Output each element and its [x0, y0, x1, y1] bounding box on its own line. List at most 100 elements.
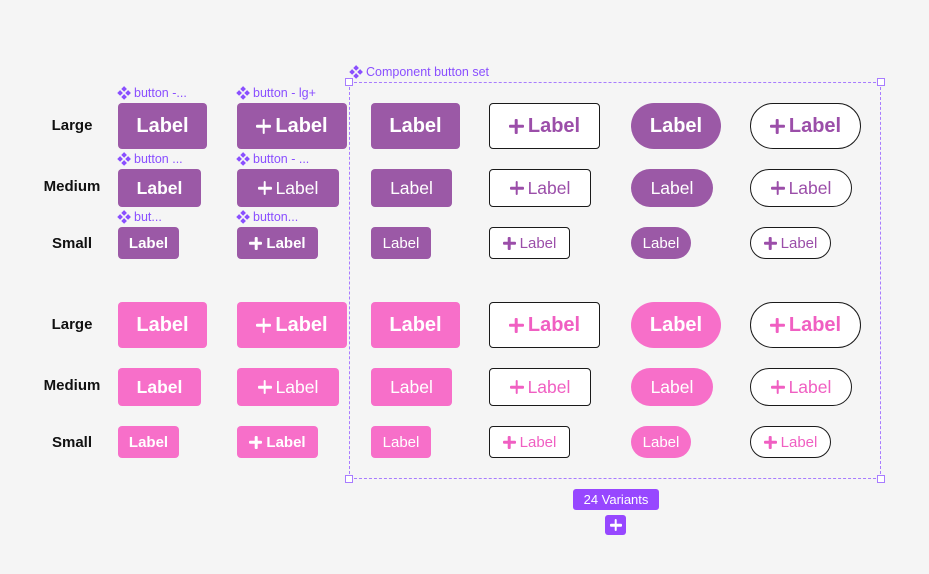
button-small-purple-pill[interactable]: Label: [631, 227, 691, 259]
button-label: Label: [275, 376, 319, 397]
button-small-pink-outline-icon[interactable]: Label: [489, 426, 570, 458]
button-medium-purple-pill[interactable]: Label: [631, 169, 713, 207]
button-label: Label: [527, 376, 571, 397]
plus-icon: [610, 519, 622, 531]
component-tag[interactable]: button -...: [117, 86, 187, 100]
component-icon: [236, 86, 250, 100]
component-tag-label: button...: [253, 210, 299, 224]
button-medium-purple-outline-icon[interactable]: Label: [489, 169, 591, 207]
row-label-medium: Medium: [43, 377, 101, 394]
button-label: Label: [136, 114, 189, 137]
button-label: Label: [519, 234, 557, 252]
button-large-pink-pill[interactable]: Label: [631, 302, 721, 348]
button-large-purple-icon[interactable]: Label: [237, 103, 347, 149]
resize-handle[interactable]: [345, 78, 353, 86]
component-tag[interactable]: button - ...: [236, 152, 309, 166]
button-large-pink-pill-outline-icon[interactable]: Label: [750, 302, 861, 348]
resize-handle[interactable]: [345, 475, 353, 483]
component-tag-label: button ...: [134, 152, 183, 166]
variants-count-badge[interactable]: 24 Variants: [573, 489, 659, 510]
button-label: Label: [527, 177, 571, 198]
button-label: Label: [780, 433, 818, 451]
resize-handle[interactable]: [877, 475, 885, 483]
button-label: Label: [128, 234, 169, 252]
button-small-pink-pill-outline-icon[interactable]: Label: [750, 426, 831, 458]
button-label: Label: [788, 114, 842, 137]
plus-icon: [771, 380, 785, 394]
button-large-purple-outline-icon[interactable]: Label: [489, 103, 600, 149]
plus-icon: [256, 318, 271, 333]
button-small-pink[interactable]: Label: [118, 426, 179, 458]
button-small-purple-pill-outline-icon[interactable]: Label: [750, 227, 831, 259]
button-large-pink[interactable]: Label: [371, 302, 460, 348]
plus-icon: [764, 436, 777, 449]
button-label: Label: [275, 114, 328, 137]
button-medium-purple[interactable]: Label: [371, 169, 452, 207]
button-label: Label: [390, 177, 433, 198]
plus-icon: [764, 237, 777, 250]
button-large-pink-outline-icon[interactable]: Label: [489, 302, 600, 348]
component-icon: [117, 210, 131, 224]
plus-icon: [258, 181, 272, 195]
button-medium-purple-pill-outline-icon[interactable]: Label: [750, 169, 852, 207]
button-large-purple-pill[interactable]: Label: [631, 103, 721, 149]
button-large-pink[interactable]: Label: [118, 302, 207, 348]
button-label: Label: [650, 376, 694, 397]
button-small-purple-outline-icon[interactable]: Label: [489, 227, 570, 259]
button-label: Label: [390, 376, 433, 397]
button-small-pink-pill[interactable]: Label: [631, 426, 691, 458]
button-label: Label: [136, 376, 183, 397]
button-medium-purple[interactable]: Label: [118, 169, 201, 207]
component-tag[interactable]: button - lg+: [236, 86, 316, 100]
button-small-pink-icon[interactable]: Label: [237, 426, 318, 458]
button-label: Label: [642, 234, 680, 252]
plus-icon: [249, 237, 262, 250]
plus-icon: [256, 119, 271, 134]
button-medium-purple-icon[interactable]: Label: [237, 169, 339, 207]
button-small-purple-icon[interactable]: Label: [237, 227, 318, 259]
button-label: Label: [266, 433, 306, 451]
button-medium-pink-pill[interactable]: Label: [631, 368, 713, 406]
button-medium-pink-icon[interactable]: Label: [237, 368, 339, 406]
button-label: Label: [382, 433, 420, 451]
plus-icon: [510, 380, 524, 394]
component-icon: [236, 152, 250, 166]
button-small-purple[interactable]: Label: [118, 227, 179, 259]
button-label: Label: [780, 234, 818, 252]
button-large-purple[interactable]: Label: [371, 103, 460, 149]
resize-handle[interactable]: [877, 78, 885, 86]
button-medium-pink-pill-outline-icon[interactable]: Label: [750, 368, 852, 406]
row-label-small: Small: [51, 434, 93, 451]
row-label-large: Large: [51, 117, 93, 134]
component-set-frame[interactable]: [349, 82, 881, 479]
frame-title[interactable]: Component button set: [349, 65, 489, 79]
button-label: Label: [275, 177, 319, 198]
plus-icon: [503, 237, 516, 250]
button-large-pink-icon[interactable]: Label: [237, 302, 347, 348]
button-label: Label: [788, 313, 842, 336]
button-small-pink[interactable]: Label: [371, 426, 431, 458]
component-tag-label: but...: [134, 210, 162, 224]
button-large-purple[interactable]: Label: [118, 103, 207, 149]
component-icon: [349, 65, 363, 79]
frame-title-label: Component button set: [366, 65, 489, 79]
button-small-purple[interactable]: Label: [371, 227, 431, 259]
add-variant-button[interactable]: [605, 515, 626, 535]
component-tag[interactable]: but...: [117, 210, 162, 224]
button-medium-pink-outline-icon[interactable]: Label: [489, 368, 591, 406]
button-label: Label: [788, 177, 832, 198]
button-label: Label: [527, 114, 581, 137]
button-large-purple-pill-outline-icon[interactable]: Label: [750, 103, 861, 149]
row-label-medium: Medium: [43, 178, 101, 195]
component-tag[interactable]: button ...: [117, 152, 183, 166]
button-label: Label: [275, 313, 328, 336]
button-medium-pink[interactable]: Label: [371, 368, 452, 406]
row-label-large: Large: [51, 316, 93, 333]
component-tag[interactable]: button...: [236, 210, 299, 224]
button-medium-pink[interactable]: Label: [118, 368, 201, 406]
button-label: Label: [136, 177, 183, 198]
button-label: Label: [519, 433, 557, 451]
plus-icon: [509, 318, 524, 333]
button-label: Label: [527, 313, 581, 336]
plus-icon: [770, 119, 785, 134]
